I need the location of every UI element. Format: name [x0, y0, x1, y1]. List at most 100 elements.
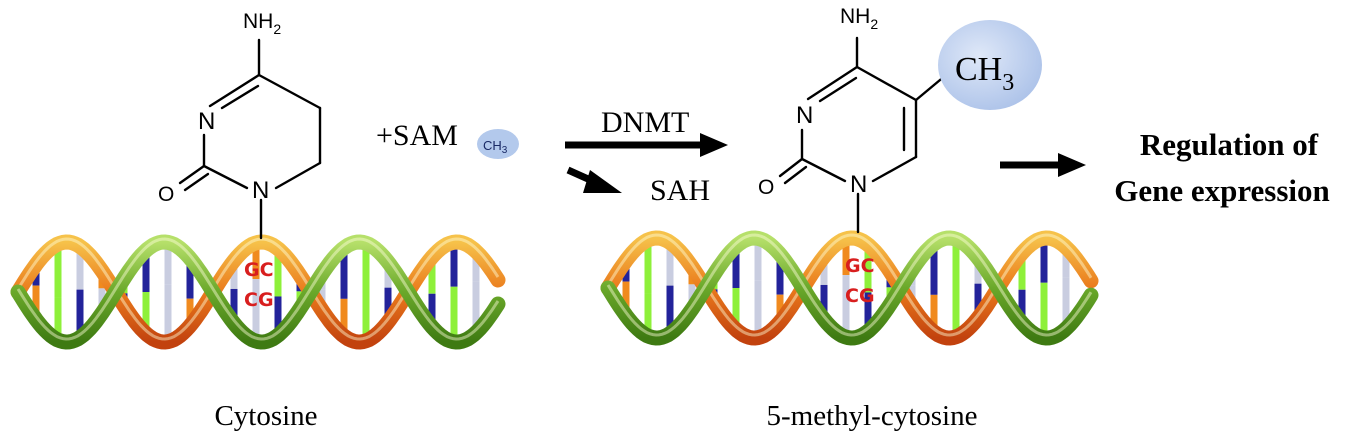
dna-left-rung-segment: [428, 293, 436, 321]
cytosine-carbonyl-o: O: [158, 183, 174, 206]
dna-right-rung-segment: [930, 294, 938, 327]
carbonyl-double-bond: [783, 165, 808, 185]
methylcytosine-amine-label: NH2: [840, 5, 878, 32]
dna-left-rung-segment: [450, 286, 458, 336]
dna-right-rung-segment: [1062, 277, 1070, 323]
sam-methyl-label: CH3: [483, 138, 508, 156]
dna-left-strand-orange: [10, 234, 506, 350]
dna-right-rung-segment: [666, 248, 674, 286]
ring-bond: [208, 73, 261, 108]
ring-bond: [800, 157, 847, 183]
dna-left-rung-segment: [186, 298, 194, 320]
dna-left-rung-segment: [76, 252, 84, 290]
dna-left-rung-segment: [362, 292, 370, 335]
ring-bond: [202, 164, 249, 190]
sah-byproduct-arrow: [566, 166, 622, 193]
dna-left-rung-segment: [362, 249, 370, 292]
dna-right-rung-segment: [864, 292, 872, 326]
dna-right-rung-segment: [622, 281, 630, 310]
methylcytosine-ring-n-bottom: N: [850, 171, 867, 198]
dna-right-rung-segment: [842, 275, 850, 332]
cytosine-structure: [178, 38, 322, 240]
regulation-arrow: [1000, 153, 1086, 177]
base-pair-gc-left: GC: [244, 259, 274, 281]
dna-left-rung-segment: [98, 288, 106, 308]
dna-helix-left: [10, 234, 506, 350]
dna-right-rung-segment: [644, 293, 652, 331]
dna-left-rung-segment: [186, 264, 194, 299]
dna-left-rung-segment: [230, 266, 238, 289]
dna-right-rung-segment: [622, 266, 630, 282]
dna-left-rung-segment: [472, 257, 480, 282]
dna-right-rung-segment: [842, 244, 850, 276]
dna-left-rung-segment: [54, 297, 62, 335]
sam-methyl-bubble: [477, 129, 519, 159]
dna-right-rung-segment: [732, 252, 740, 288]
cytosine-ring-n-bottom: N: [252, 177, 269, 204]
base-pair-cg-left: CG: [244, 289, 274, 311]
dnmt-label: DNMT: [601, 106, 689, 139]
dna-right-rung-segment: [776, 294, 784, 316]
dna-right-rung-segment: [820, 284, 828, 314]
dna-right-rung-segment: [666, 285, 674, 328]
ring-bond: [257, 73, 322, 110]
dna-left-rung-segment: [428, 263, 436, 294]
dna-right-rung-segment: [1040, 244, 1048, 283]
methyl-bubble: [938, 20, 1042, 110]
dna-left-rung-segment: [340, 298, 348, 331]
dna-right-rung-segment: [930, 249, 938, 295]
dna-right-rung-segment: [732, 288, 740, 324]
sam-label: +SAM: [376, 119, 458, 152]
dna-left-rung-segment: [472, 281, 480, 327]
cytosine-ring-n-top: N: [198, 108, 215, 135]
dna-helix-right: [600, 230, 1099, 346]
dna-left-rung-segment: [450, 248, 458, 287]
ring-double-bond: [220, 84, 260, 110]
dna-left-rung-segment: [76, 289, 84, 332]
dna-left-rung-segment: [32, 270, 40, 286]
dna-left-strand-orange-highlight: [16, 237, 500, 341]
sah-label: SAH: [650, 174, 710, 207]
dna-left-strand-green-highlight: [16, 237, 500, 341]
methylcytosine-caption: 5-methyl-cytosine: [766, 400, 977, 432]
dna-left-strand-green: [10, 234, 506, 350]
dna-right-rung-segment: [688, 284, 696, 304]
dna-right-strand-green-highlight: [606, 233, 1093, 337]
dna-left-rung-segment: [142, 256, 150, 292]
dna-right-rung-segment: [820, 262, 828, 285]
dna-left-rung-segment: [142, 292, 150, 328]
ring-bond: [806, 65, 859, 101]
dna-right-rung-segment: [1018, 259, 1026, 290]
dna-right-strand-orange: [600, 230, 1099, 346]
dna-left-rung-segment: [384, 287, 392, 317]
dna-right-rung-segment: [864, 250, 872, 293]
dna-left-rung-segment: [384, 267, 392, 288]
methylcytosine-ring-n-top: N: [796, 102, 813, 129]
base-pair-gc-right: GC: [845, 255, 875, 277]
dna-right-rung-segment: [1040, 282, 1048, 332]
dna-right-rung-segment: [952, 288, 960, 331]
carbonyl-bond: [178, 164, 206, 185]
ring-bond: [855, 65, 918, 102]
dna-strands-right: [600, 230, 1099, 346]
dna-right-rung-segment: [776, 260, 784, 295]
dnmt-reaction-arrow: [565, 133, 728, 157]
dna-left-rung-segment: [32, 285, 40, 314]
dna-right-rung-segment: [1018, 289, 1026, 317]
dna-right-rung-segment: [644, 245, 652, 294]
dna-left-rung-segment: [252, 248, 260, 280]
carbonyl-bond: [778, 157, 804, 178]
dna-right-rung-segment: [974, 283, 982, 313]
dna-left-rung-segment: [274, 254, 282, 297]
dna-right-rung-segment: [952, 245, 960, 288]
dna-left-rung-segment: [252, 279, 260, 336]
dna-right-strand-green: [600, 230, 1099, 346]
carbonyl-double-bond: [183, 172, 210, 192]
ring-bond: [274, 161, 322, 190]
cytosine-amine-label: NH2: [243, 10, 281, 37]
dna-right-rung-segment: [974, 263, 982, 284]
ring-bond: [871, 155, 918, 183]
dna-left-rung-segment: [230, 288, 238, 318]
dna-right-rung-segment: [754, 244, 762, 281]
